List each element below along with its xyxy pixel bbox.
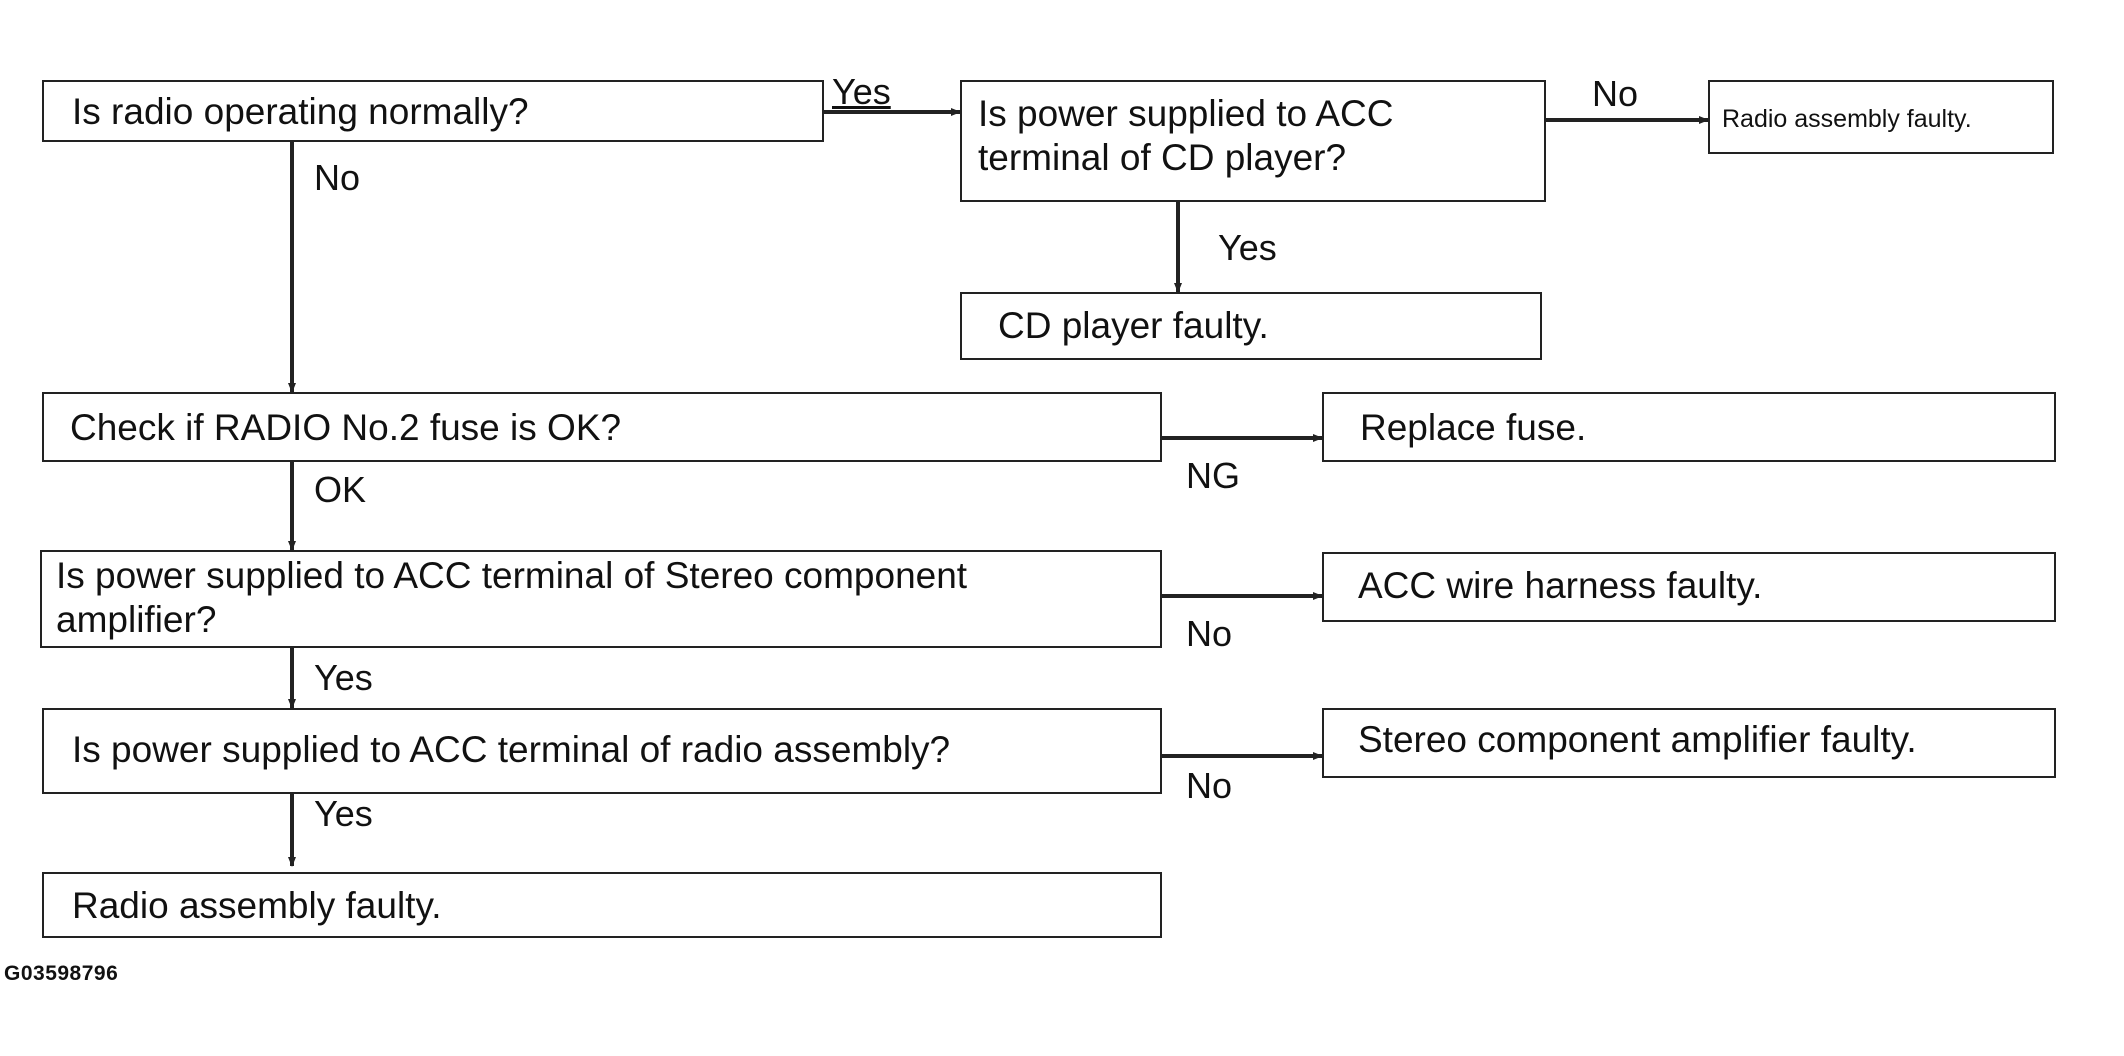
node-acc-wire-harness-faulty: ACC wire harness faulty. [1322,552,2056,622]
node-replace-fuse: Replace fuse. [1322,392,2056,462]
label-radio-yes: Yes [832,71,891,112]
label-radio-power-no: No [1186,765,1233,806]
node-label: Stereo component amplifier faulty. [1358,719,1917,760]
label-amp-yes: Yes [314,657,373,698]
node-label: Is power supplied to ACC terminal of Ste… [56,555,968,640]
node-check-radio-fuse: Check if RADIO No.2 fuse is OK? [42,392,1162,462]
label-radio-no: No [314,157,361,198]
node-radio-operating-normally: Is radio operating normally? [42,80,824,142]
node-power-to-amplifier: Is power supplied to ACC terminal of Ste… [40,550,1162,648]
node-label: Is power supplied to ACC terminal of CD … [978,93,1394,178]
node-stereo-amplifier-faulty: Stereo component amplifier faulty. [1322,708,2056,778]
node-cd-player-faulty: CD player faulty. [960,292,1542,360]
node-power-to-radio-assembly: Is power supplied to ACC terminal of rad… [42,708,1162,794]
label-fuse-ng: NG [1186,455,1240,496]
node-radio-assembly-faulty-top: Radio assembly faulty. [1708,80,2054,154]
node-radio-assembly-faulty-bottom: Radio assembly faulty. [42,872,1162,938]
node-label: ACC wire harness faulty. [1358,565,1763,606]
label-fuse-ok: OK [314,469,367,510]
node-label: Is radio operating normally? [72,91,529,132]
node-power-to-cd-player: Is power supplied to ACC terminal of CD … [960,80,1546,202]
node-label: Replace fuse. [1360,407,1587,448]
node-label: Radio assembly faulty. [72,885,442,926]
figure-id: G03598796 [4,962,119,985]
label-amp-no: No [1186,613,1233,654]
label-cd-yes: Yes [1218,227,1277,268]
node-label: CD player faulty. [998,305,1269,346]
label-cd-no: No [1592,73,1639,114]
node-label: Is power supplied to ACC terminal of rad… [72,729,951,770]
node-label: Radio assembly faulty. [1722,105,1972,133]
node-label: Check if RADIO No.2 fuse is OK? [70,407,622,448]
label-radio-power-yes: Yes [314,793,373,834]
